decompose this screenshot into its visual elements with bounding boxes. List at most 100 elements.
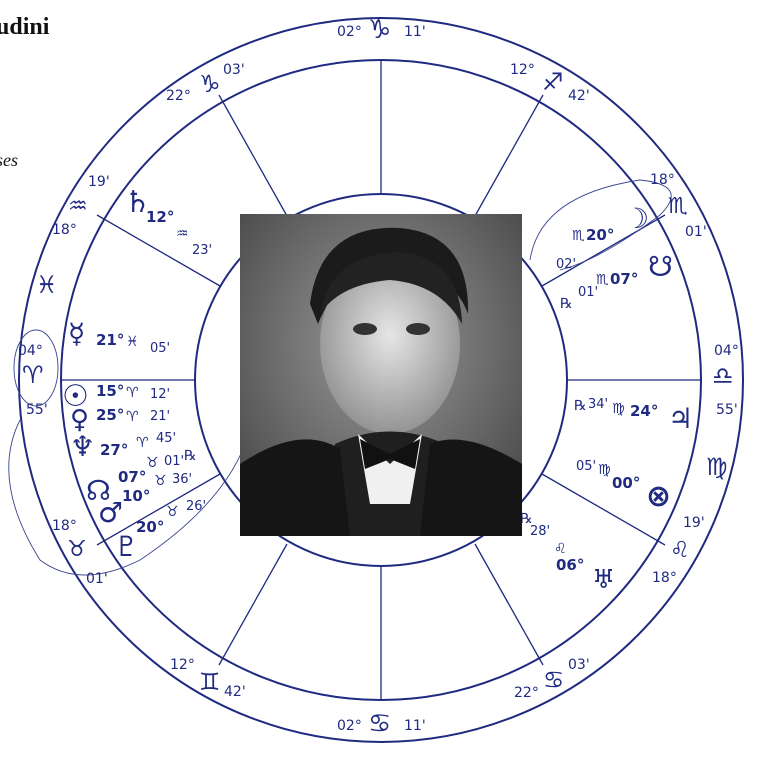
- planet-uranus-degree: 06°: [556, 556, 584, 574]
- cusp-asc-degree: 04°: [18, 343, 43, 359]
- planet-fortune-minute: 05': [576, 459, 596, 474]
- cusp-c11-minute: 18°: [52, 222, 77, 238]
- cusp-c8-sign-icon: ♏: [668, 194, 688, 219]
- house-line-c5: [474, 543, 544, 666]
- planet-mars-icon: ♂: [98, 496, 123, 529]
- cusp-c11-degree: 19': [88, 174, 110, 190]
- planet-mars-sign-icon: ♉: [154, 473, 167, 489]
- planet-uranus-icon: ♅: [592, 565, 615, 595]
- cusp-c8-minute: 01': [685, 224, 707, 240]
- planet-moon-icon: ☽: [624, 202, 649, 235]
- cusp-c3-sign-icon: ♊: [199, 668, 221, 696]
- planet-pluto-icon: ♇: [114, 530, 139, 563]
- cusp-mc-minute: 11': [404, 24, 426, 40]
- planet-node-north-degree: 07°: [118, 468, 146, 486]
- planet-neptune-icon: ♆: [70, 430, 95, 463]
- planet-neptune-sign-icon: ♈: [136, 435, 149, 451]
- planet-saturn-sign-icon: ♒: [176, 226, 189, 242]
- cusp-asc-sign-icon: ♈: [22, 361, 44, 389]
- planet-sun-minute: 12': [150, 387, 170, 402]
- cusp-mc-sign-icon: ♑: [368, 15, 391, 45]
- cusp-c2-degree: 18°: [52, 518, 77, 534]
- cusp-c6-degree: 19': [683, 515, 705, 531]
- planet-mars-minute: 36': [172, 472, 192, 487]
- planet-fortune-icon: ⊗: [646, 479, 671, 514]
- planet-node-north-sign-icon: ♉: [146, 455, 159, 471]
- planet-venus-icon: ♀: [70, 405, 89, 435]
- planet-moon-degree: 20°: [586, 226, 614, 244]
- planet-saturn-icon: ♄: [124, 185, 151, 220]
- cusp-ic-minute: 11': [404, 718, 426, 734]
- house-lines: [61, 60, 701, 700]
- house-line-c2: [96, 473, 221, 546]
- planet-node-north-retrograde-icon: ℞: [184, 448, 197, 464]
- planet-mercury-icon: ☿: [68, 317, 85, 350]
- planet-jupiter-sign-icon: ♍: [612, 401, 625, 417]
- asc-lasso: [13, 329, 59, 407]
- planet-moon-minute: 02': [556, 257, 576, 272]
- house-line-c10: [218, 94, 288, 217]
- house-line-c9: [474, 94, 544, 217]
- cusp-mc-degree: 02°: [337, 24, 362, 40]
- planet-fortune-sign-icon: ♍: [598, 462, 611, 478]
- cusp-c6-minute: 18°: [652, 570, 677, 586]
- cusp-c3-degree: 12°: [170, 657, 195, 673]
- planet-fortune-degree: 00°: [612, 474, 640, 492]
- cusp-c5-minute: 03': [568, 657, 590, 673]
- planet-venus-degree: 25°: [96, 406, 124, 424]
- cusp-c10-minute: 03': [223, 62, 245, 78]
- house-line-c11: [96, 214, 221, 287]
- cusp-desc-sign-icon: ♎: [712, 362, 734, 390]
- planet-pluto-minute: 26': [186, 499, 206, 514]
- planet-pluto-degree: 20°: [136, 518, 164, 536]
- cusp-desc-degree: 04°: [714, 343, 739, 359]
- planet-mercury-degree: 21°: [96, 331, 124, 349]
- planet-neptune-degree: 27°: [100, 441, 128, 459]
- planet-neptune-minute: 45': [156, 431, 176, 446]
- planet-pluto-sign-icon: ♉: [166, 504, 179, 520]
- planet-jupiter-retrograde-icon: ℞: [574, 398, 587, 414]
- cusp-c5-sign-icon: ♋: [543, 666, 565, 694]
- cusp-ic-sign-icon: ♋: [368, 709, 391, 739]
- cusp-c6-sign-icon: ♌: [670, 538, 690, 563]
- cusp-c3-minute: 42': [224, 684, 246, 700]
- outer-ring: [18, 17, 744, 743]
- cusp-c2-sign-icon: ♉: [67, 537, 87, 562]
- page-title: udini: [0, 14, 50, 40]
- virgo-sign-icon: ♍: [706, 453, 728, 481]
- house-line-c8: [541, 214, 666, 287]
- planet-node-south-sign-icon: ♏: [596, 272, 609, 288]
- planet-sun-degree: 15°: [96, 382, 124, 400]
- taurus-lasso: [8, 419, 251, 576]
- cusp-c11-sign-icon: ♒: [68, 194, 88, 219]
- planet-uranus-minute: 28': [530, 524, 550, 539]
- planet-venus-minute: 21': [150, 409, 170, 424]
- planet-mars-degree: 10°: [122, 487, 150, 505]
- cusp-ic-degree: 02°: [337, 718, 362, 734]
- cusp-c9-minute: 42': [568, 88, 590, 104]
- cusp-c10-degree: 22°: [166, 88, 191, 104]
- planet-venus-sign-icon: ♈: [126, 409, 139, 425]
- cusp-desc-minute: 55': [716, 402, 738, 418]
- planet-uranus-retrograde-icon: ℞: [520, 511, 533, 527]
- planet-node-south-icon: ☋: [648, 250, 673, 283]
- portrait-photo: [240, 214, 522, 536]
- planet-node-south-retrograde-icon: ℞: [560, 296, 573, 312]
- planet-saturn-degree: 12°: [146, 208, 174, 226]
- planet-node-south-degree: 07°: [610, 270, 638, 288]
- planet-jupiter-icon: ♃: [668, 402, 693, 435]
- planet-sun-icon: ☉: [62, 379, 89, 414]
- planet-saturn-minute: 23': [192, 243, 212, 258]
- house-line-c3: [218, 543, 288, 666]
- planet-mercury-minute: 05': [150, 341, 170, 356]
- planet-mercury-sign-icon: ♓: [126, 334, 139, 350]
- cusp-c9-degree: 12°: [510, 62, 535, 78]
- cusp-c10-sign-icon: ♑: [199, 70, 221, 98]
- cusp-c5-degree: 22°: [514, 685, 539, 701]
- page-subtitle: ses: [0, 150, 18, 170]
- planet-uranus-sign-icon: ♌: [554, 541, 567, 557]
- house-line-c6: [541, 473, 666, 546]
- cusp-c9-sign-icon: ♐: [542, 68, 564, 96]
- planet-moon-sign-icon: ♏: [572, 228, 585, 244]
